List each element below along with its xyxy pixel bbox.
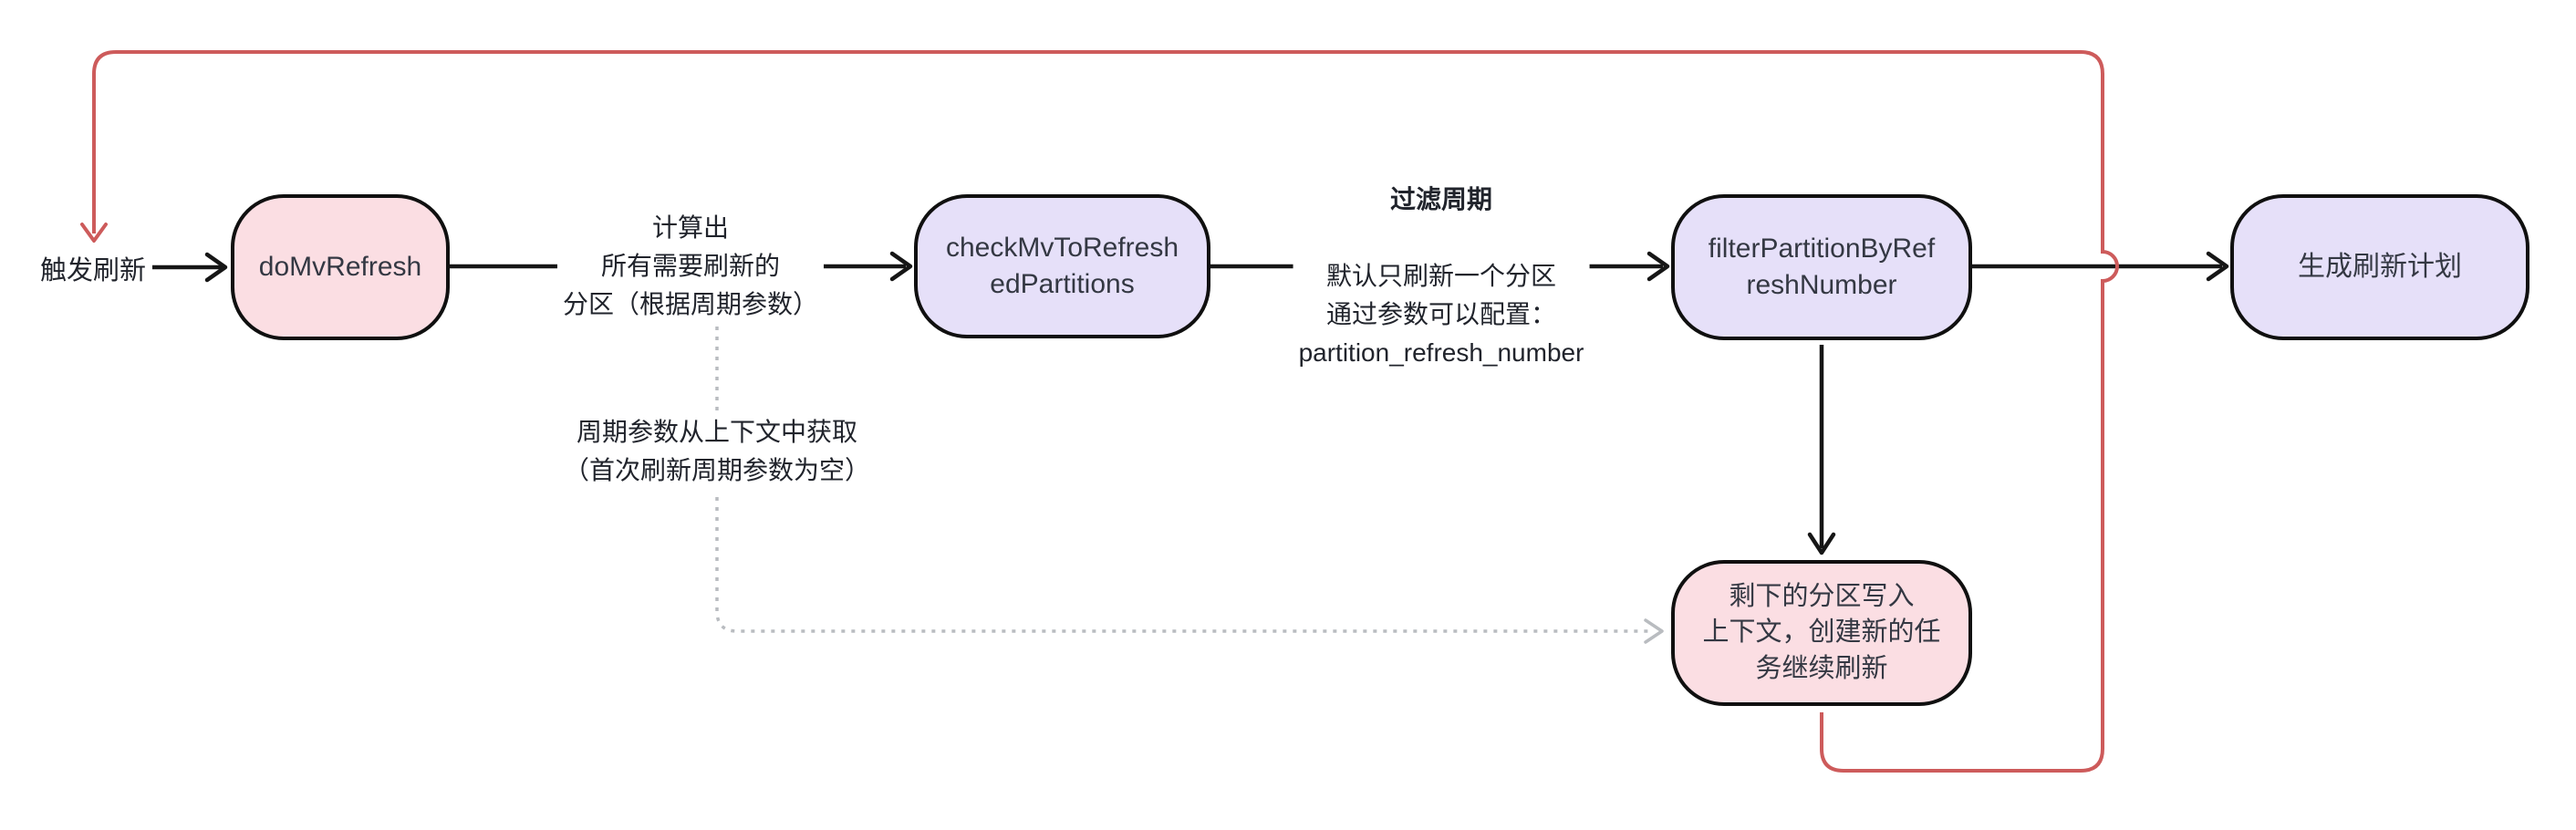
edge-label-filter-period-body: 默认只刷新一个分区 通过参数可以配置： partition_refresh_nu… [1298, 262, 1584, 367]
node-do-mv-refresh: doMvRefresh [231, 194, 450, 340]
label-trigger-refresh: 触发刷新 [39, 256, 147, 285]
edge-label-filter-period: 过滤周期 默认只刷新一个分区 通过参数可以配置： partition_refre… [1293, 140, 1590, 412]
node-filter-partition-by-refresh-number: filterPartitionByRef reshNumber [1671, 194, 1972, 340]
arrowhead-trigger-to-domv [204, 252, 228, 283]
edge-red-loop [92, 50, 2119, 773]
arrowhead-check-to-filter [1646, 251, 1670, 282]
node-remaining-partitions: 剩下的分区写入 上下文，创建新的任 务继续刷新 [1671, 560, 1972, 706]
arrowhead-context-dotted [1644, 618, 1664, 644]
arrowhead-domv-to-check [889, 251, 913, 282]
arrowhead-red-loop [80, 223, 108, 243]
node-check-mv-to-refreshed-partitions: checkMvToRefresh edPartitions [914, 194, 1210, 338]
edge-label-filter-period-title: 过滤周期 [1389, 185, 1492, 213]
arrowhead-filter-to-generate [2206, 251, 2229, 282]
arrowhead-filter-to-remaining [1807, 532, 1836, 555]
edge-label-context-params: 周期参数从上下文中获取 （首次刷新周期参数为空） [557, 411, 877, 492]
node-generate-refresh-plan: 生成刷新计划 [2230, 194, 2529, 340]
edge-label-calc-partitions: 计算出 所有需要刷新的 分区（根据周期参数） [556, 207, 825, 326]
